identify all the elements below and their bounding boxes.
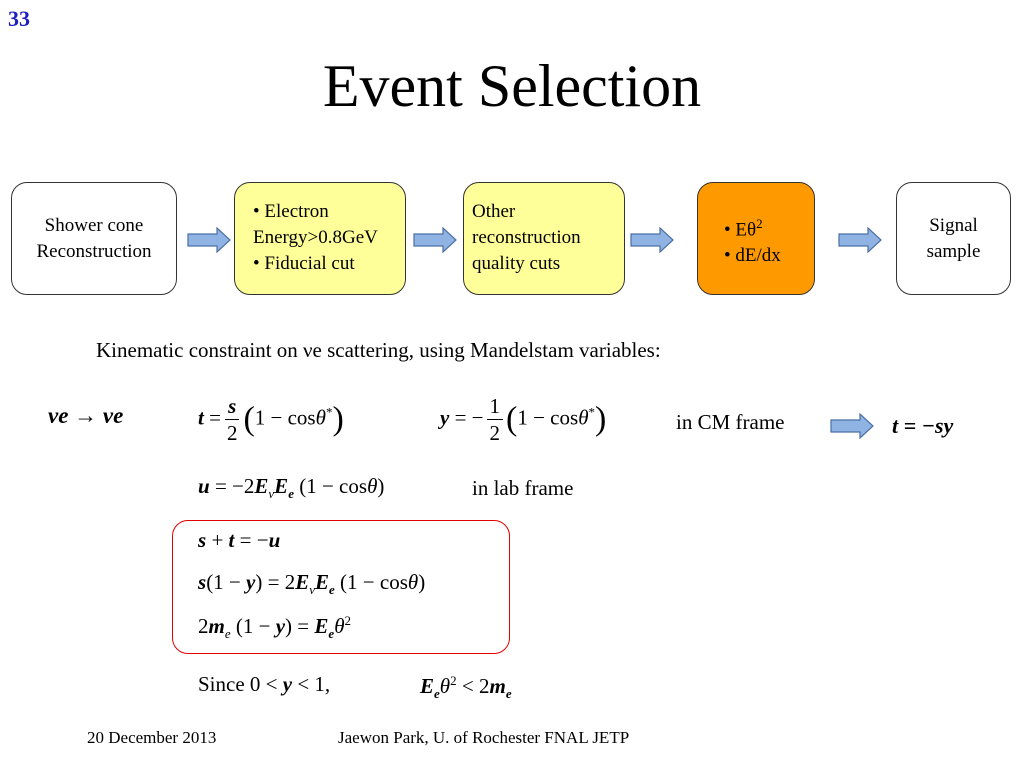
footer-date: 20 December 2013 — [87, 728, 217, 747]
flow-arrow-3 — [630, 227, 674, 253]
box3-line1: Other — [472, 201, 516, 222]
flow-arrow-1 — [187, 227, 231, 253]
flow-arrow-4 — [838, 227, 882, 253]
lab-frame-label: in lab frame — [472, 476, 574, 500]
box5-line1: Signal — [929, 214, 978, 236]
box-quality-cuts: Other reconstruction quality cuts — [463, 182, 625, 295]
result-equation: t = −sy — [892, 413, 954, 438]
box-shower-reconstruction: Shower cone Reconstruction — [11, 182, 177, 295]
box4-line2: • dE/dx — [724, 245, 781, 267]
box-signal-sample: Signal sample — [896, 182, 1011, 295]
result-arrow — [830, 413, 874, 439]
since-line: Since 0 < y < 1, — [198, 672, 331, 696]
box2-line1: • Electron — [253, 201, 329, 222]
equation-stu: s + t = −u — [198, 528, 281, 552]
box2-line2: Energy>0.8GeV — [253, 227, 378, 248]
cm-frame-label: in CM frame — [676, 410, 785, 434]
box-electron-cuts: • Electron Energy>0.8GeV • Fiducial cut — [234, 182, 406, 295]
process-equation: νe → νe — [48, 403, 124, 428]
box3-line3: quality cuts — [472, 253, 561, 274]
flow-arrow-2 — [413, 227, 457, 253]
box3-line2: reconstruction — [472, 227, 581, 248]
inequality-equation: Eeθ2 < 2me — [420, 673, 512, 702]
footer-author: Jaewon Park, U. of Rochester FNAL JETP — [338, 728, 630, 747]
box1-line2: Reconstruction — [36, 240, 152, 262]
derivation-box — [172, 520, 510, 654]
kinematic-text: Kinematic constraint on νe scattering, u… — [96, 338, 661, 362]
box1-line1: Shower cone — [44, 214, 144, 236]
box-energy-theta: • Eθ2 • dE/dx — [697, 182, 815, 295]
equation-me-y: 2me (1 − y) = Eeθ2 — [198, 613, 352, 642]
box4-line1: • Eθ2 — [724, 216, 763, 241]
slide-title: Event Selection — [322, 53, 702, 119]
equation-u-lab: u = −2EνEe (1 − cosθ) — [198, 474, 385, 502]
equation-s-y: s(1 − y) = 2EνEe (1 − cosθ) — [198, 570, 426, 598]
box5-line2: sample — [926, 240, 981, 262]
slide-number: 33 — [8, 6, 30, 31]
box2-line3: • Fiducial cut — [253, 253, 355, 274]
